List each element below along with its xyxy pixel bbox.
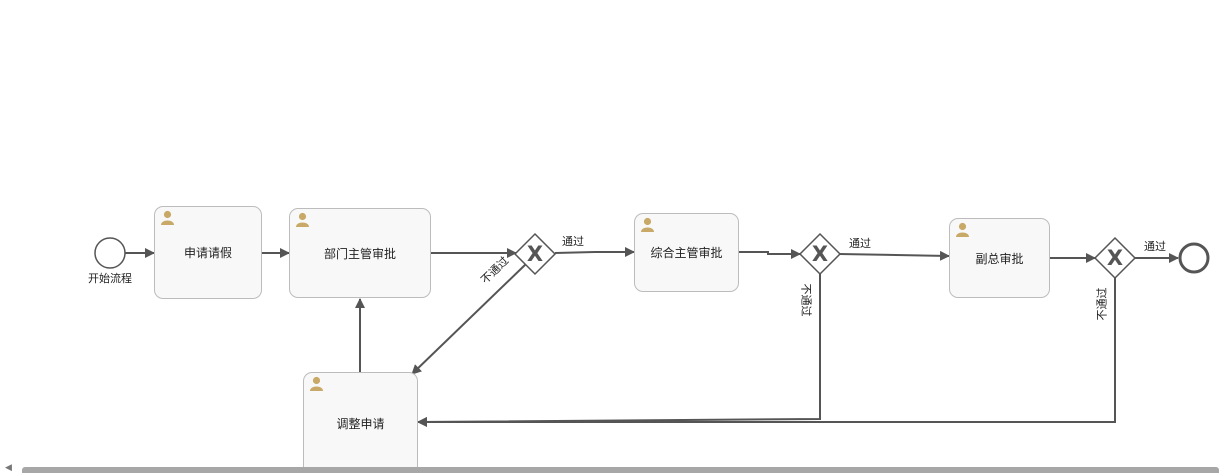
end-event[interactable]: [1178, 242, 1210, 274]
user-icon: [161, 210, 174, 225]
gw2-pass-label: 通过: [849, 237, 871, 250]
task-general-approve-label: 综合主管审批: [650, 246, 723, 260]
flow-gw1-to-adjust[interactable]: [411, 263, 527, 375]
user-icon: [296, 212, 309, 227]
task-adjust-label: 调整申请: [336, 416, 385, 431]
gateway-1[interactable]: [513, 232, 557, 276]
gateway-1-x: X: [526, 242, 544, 266]
user-icon: [310, 376, 323, 391]
task-apply[interactable]: 申请请假: [154, 206, 262, 299]
task-general-approve[interactable]: 综合主管审批: [634, 213, 739, 292]
start-event-label: 开始流程: [88, 272, 132, 285]
task-vp-approve[interactable]: 副总审批: [949, 218, 1050, 298]
gw1-pass-label: 通过: [562, 235, 584, 248]
flow-gw1-to-general[interactable]: [554, 247, 635, 257]
task-apply-label: 申请请假: [183, 246, 232, 260]
start-event[interactable]: [94, 237, 126, 269]
gateway-3[interactable]: [1093, 236, 1137, 280]
horizontal-scrollbar[interactable]: [22, 467, 1219, 473]
task-adjust[interactable]: 调整申请: [303, 372, 418, 473]
flow-gw2-to-vp[interactable]: [838, 250, 950, 261]
gw2-reject-label: 不通过: [799, 283, 813, 317]
user-icon: [956, 222, 969, 237]
user-icon: [641, 217, 654, 232]
task-dept-approve[interactable]: 部门主管审批: [289, 208, 431, 298]
gateway-3-x: X: [1106, 246, 1124, 270]
flow-general-to-gw2[interactable]: [739, 249, 801, 259]
flow-gw2-to-adjust[interactable]: [417, 273, 821, 427]
flow-gw3-to-adjust[interactable]: [417, 277, 1116, 427]
task-vp-approve-label: 副总审批: [975, 251, 1024, 266]
gw3-reject-label: 不通过: [1095, 287, 1109, 321]
scroll-left-icon[interactable]: ◀: [5, 463, 12, 473]
task-dept-approve-label: 部门主管审批: [323, 246, 396, 261]
gateway-2[interactable]: [798, 232, 842, 276]
gw3-pass-label: 通过: [1144, 240, 1166, 253]
gateway-2-x: X: [811, 242, 829, 266]
